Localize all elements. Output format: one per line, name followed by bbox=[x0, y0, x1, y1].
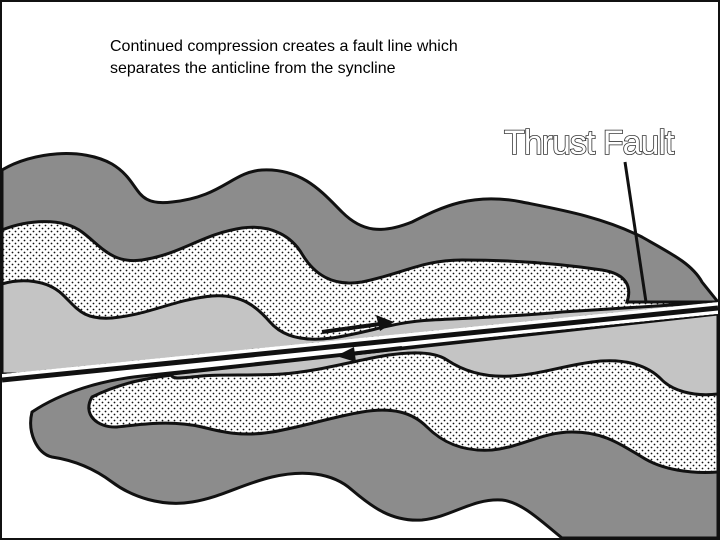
fault-label: Thrust Fault bbox=[504, 124, 675, 162]
